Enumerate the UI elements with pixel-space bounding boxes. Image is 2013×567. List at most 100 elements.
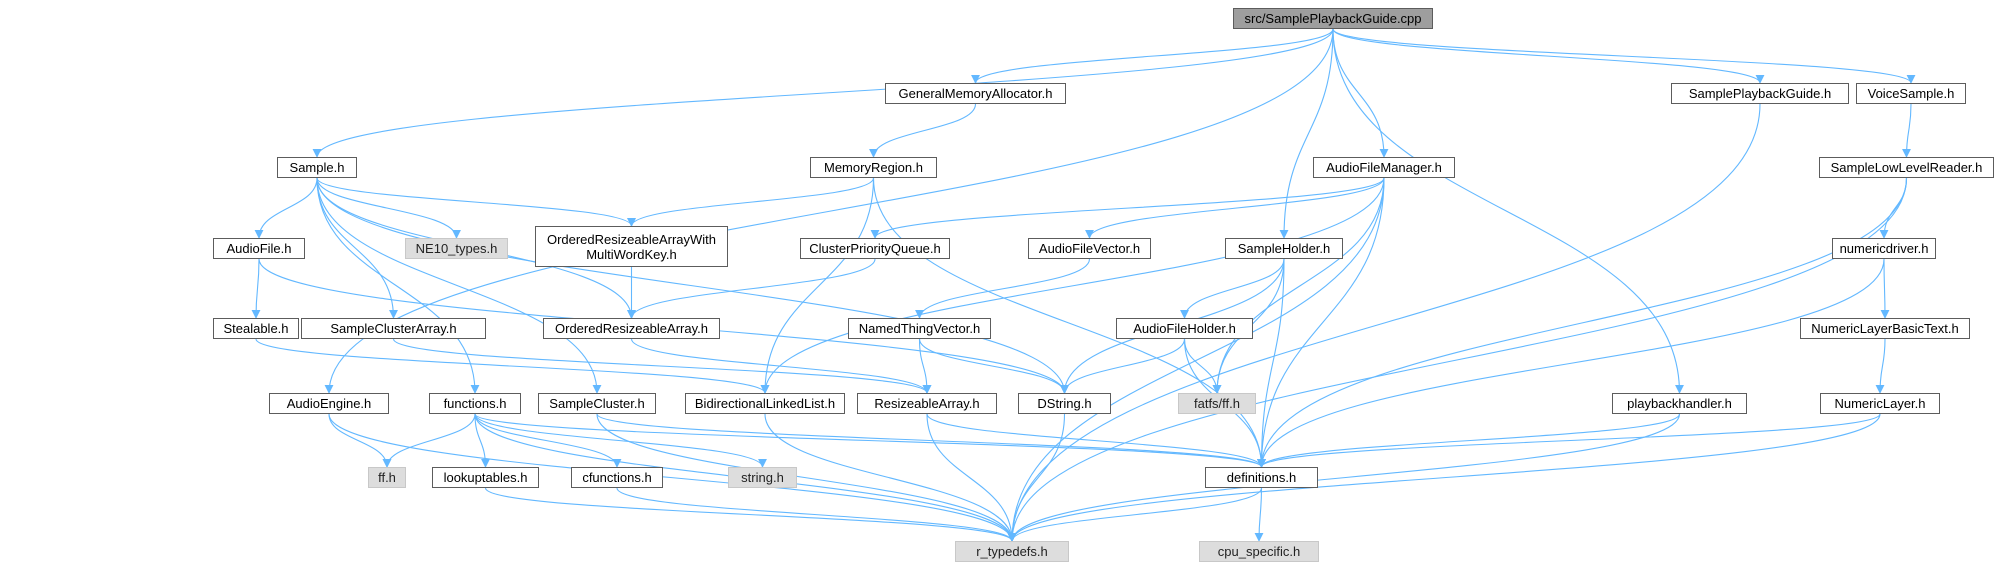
edge-audio_engine-to-r_typedefs bbox=[328, 413, 1017, 542]
node-audio-file-holder[interactable]: AudioFileHolder.h bbox=[1116, 318, 1253, 339]
node-sample-low-level-reader[interactable]: SampleLowLevelReader.h bbox=[1819, 157, 1994, 178]
edge-numericdriver-to-definitions bbox=[1257, 258, 1885, 468]
edge-sample-to-sample_cluster_array bbox=[316, 177, 398, 319]
node-functions[interactable]: functions.h bbox=[429, 393, 521, 414]
edge-root-to-general_memory_allocator bbox=[971, 28, 1334, 84]
edge-numeric_layer_basic_text-to-numeric_layer bbox=[1875, 338, 1886, 394]
edge-sample_holder-to-audio_file_holder bbox=[1180, 258, 1285, 319]
node-root-file: src/SamplePlaybackGuide.cpp bbox=[1233, 8, 1433, 29]
edge-general_memory_allocator-to-memory_region bbox=[869, 103, 977, 158]
node-lookuptables[interactable]: lookuptables.h bbox=[432, 467, 539, 488]
edge-definitions-to-cpu_specific bbox=[1254, 487, 1264, 542]
node-audio-engine[interactable]: AudioEngine.h bbox=[269, 393, 389, 414]
edge-stealable-to-bidirectional_linked_list bbox=[255, 338, 770, 394]
edge-functions-to-lookuptables bbox=[474, 413, 490, 468]
node-sample-cluster-array[interactable]: SampleClusterArray.h bbox=[301, 318, 486, 339]
node-ff: ff.h bbox=[368, 467, 406, 488]
edge-audio_file_manager-to-audio_file_vector bbox=[1085, 177, 1385, 239]
node-numericdriver[interactable]: numericdriver.h bbox=[1832, 238, 1936, 259]
node-voice-sample[interactable]: VoiceSample.h bbox=[1856, 83, 1966, 104]
node-string: string.h bbox=[728, 467, 797, 488]
edge-resizeable_array-to-definitions bbox=[926, 413, 1266, 468]
node-cfunctions[interactable]: cfunctions.h bbox=[571, 467, 663, 488]
edge-cfunctions-to-r_typedefs bbox=[616, 487, 1017, 542]
edge-sample_low_level_reader-to-r_typedefs bbox=[1007, 177, 1908, 542]
edge-numericdriver-to-numeric_layer_basic_text bbox=[1880, 258, 1890, 319]
node-numeric-layer-basic-text[interactable]: NumericLayerBasicText.h bbox=[1800, 318, 1970, 339]
edge-audio_file_manager-to-r_typedefs bbox=[1007, 177, 1385, 542]
node-r-typedefs: r_typedefs.h bbox=[955, 541, 1069, 562]
edge-audio_file_manager-to-fatfs_ff bbox=[1212, 177, 1385, 394]
edge-root-to-sample_holder bbox=[1279, 28, 1334, 239]
edge-dstring-to-r_typedefs bbox=[1007, 413, 1066, 542]
edge-lookuptables-to-r_typedefs bbox=[484, 487, 1017, 542]
edge-audio_file_vector-to-named_thing_vector bbox=[915, 258, 1091, 319]
node-sample[interactable]: Sample.h bbox=[277, 157, 357, 178]
node-audio-file-vector[interactable]: AudioFileVector.h bbox=[1028, 238, 1151, 259]
edge-sample_low_level_reader-to-numericdriver bbox=[1879, 177, 1908, 239]
edge-sample-to-sample_cluster bbox=[316, 177, 602, 394]
edge-functions-to-cfunctions bbox=[474, 413, 622, 468]
node-sample-holder[interactable]: SampleHolder.h bbox=[1225, 238, 1343, 259]
edge-sample_playback_guide_h-to-r_typedefs bbox=[1007, 103, 1761, 542]
node-playbackhandler[interactable]: playbackhandler.h bbox=[1612, 393, 1747, 414]
edge-resizeable_array-to-r_typedefs bbox=[926, 413, 1017, 542]
node-general-memory-allocator[interactable]: GeneralMemoryAllocator.h bbox=[885, 83, 1066, 104]
edge-playbackhandler-to-r_typedefs bbox=[1007, 413, 1681, 542]
edge-sample-to-dstring bbox=[316, 177, 1069, 394]
edge-root-to-sample bbox=[312, 28, 1334, 158]
edge-named_thing_vector-to-dstring bbox=[918, 338, 1069, 394]
edge-audio_file_manager-to-bidirectional_linked_list bbox=[760, 177, 1385, 394]
node-memory-region[interactable]: MemoryRegion.h bbox=[810, 157, 937, 178]
node-sample-playback-guide-header[interactable]: SamplePlaybackGuide.h bbox=[1671, 83, 1849, 104]
edge-memory_region-to-bidirectional_linked_list bbox=[760, 177, 875, 394]
node-named-thing-vector[interactable]: NamedThingVector.h bbox=[848, 318, 991, 339]
node-stealable[interactable]: Stealable.h bbox=[213, 318, 299, 339]
edge-sample-to-ordered_resizeable_array_mwk bbox=[316, 177, 636, 227]
edge-functions-to-ff bbox=[382, 413, 476, 468]
edge-bidirectional_linked_list-to-r_typedefs bbox=[764, 413, 1017, 542]
edge-audio_file_manager-to-definitions bbox=[1257, 177, 1385, 468]
node-sample-cluster[interactable]: SampleCluster.h bbox=[538, 393, 656, 414]
edge-sample-to-ne10_types bbox=[316, 177, 461, 239]
edge-named_thing_vector-to-resizeable_array bbox=[918, 338, 932, 394]
node-resizeable-array[interactable]: ResizeableArray.h bbox=[857, 393, 997, 414]
edge-sample_holder-to-definitions bbox=[1257, 258, 1285, 468]
edge-root-to-audio_file_manager bbox=[1332, 28, 1389, 158]
edge-root-to-sample_playback_guide_h bbox=[1332, 28, 1765, 84]
node-fatfs-ff: fatfs/ff.h bbox=[1178, 393, 1256, 414]
edge-memory_region-to-ordered_resizeable_array_mwk bbox=[627, 177, 875, 227]
edge-functions-to-definitions bbox=[474, 413, 1266, 468]
edge-sample_cluster_array-to-resizeable_array bbox=[392, 338, 932, 394]
node-dstring[interactable]: DString.h bbox=[1018, 393, 1111, 414]
node-ne10-types: NE10_types.h bbox=[405, 238, 508, 259]
node-ordered-resizeable-array[interactable]: OrderedResizeableArray.h bbox=[543, 318, 720, 339]
node-bidirectional-linked-list[interactable]: BidirectionalLinkedList.h bbox=[685, 393, 845, 414]
edge-sample_low_level_reader-to-definitions bbox=[1257, 177, 1908, 468]
edge-definitions-to-r_typedefs bbox=[1007, 487, 1263, 542]
edge-root-to-playbackhandler bbox=[1332, 28, 1684, 394]
edge-sample-to-functions bbox=[316, 177, 480, 394]
edge-voice_sample-to-sample_low_level_reader bbox=[1902, 103, 1912, 158]
edge-playbackhandler-to-definitions bbox=[1257, 413, 1681, 468]
edge-sample_cluster-to-r_typedefs bbox=[596, 413, 1017, 542]
node-definitions[interactable]: definitions.h bbox=[1205, 467, 1318, 488]
node-audio-file-manager[interactable]: AudioFileManager.h bbox=[1313, 157, 1455, 178]
node-numeric-layer[interactable]: NumericLayer.h bbox=[1820, 393, 1940, 414]
node-ordered-resizeable-array-multiwordkey[interactable]: OrderedResizeableArrayWith MultiWordKey.… bbox=[535, 226, 728, 267]
edge-audio_file-to-stealable bbox=[251, 258, 261, 319]
edge-numeric_layer-to-definitions bbox=[1257, 413, 1881, 468]
edge-root-to-voice_sample bbox=[1332, 28, 1916, 84]
edge-audio_file_manager-to-cluster_priority_queue bbox=[870, 177, 1385, 239]
edge-cluster_priority_queue-to-ordered_resizeable_array bbox=[627, 258, 876, 319]
edge-sample-to-audio_file bbox=[254, 177, 318, 239]
node-cpu-specific: cpu_specific.h bbox=[1199, 541, 1319, 562]
edge-audio_file_holder-to-dstring bbox=[1060, 338, 1186, 394]
node-cluster-priority-queue[interactable]: ClusterPriorityQueue.h bbox=[800, 238, 950, 259]
edge-numeric_layer-to-r_typedefs bbox=[1007, 413, 1881, 542]
edge-sample_cluster-to-definitions bbox=[596, 413, 1266, 468]
edge-functions-to-string bbox=[474, 413, 767, 468]
node-audio-file[interactable]: AudioFile.h bbox=[213, 238, 305, 259]
